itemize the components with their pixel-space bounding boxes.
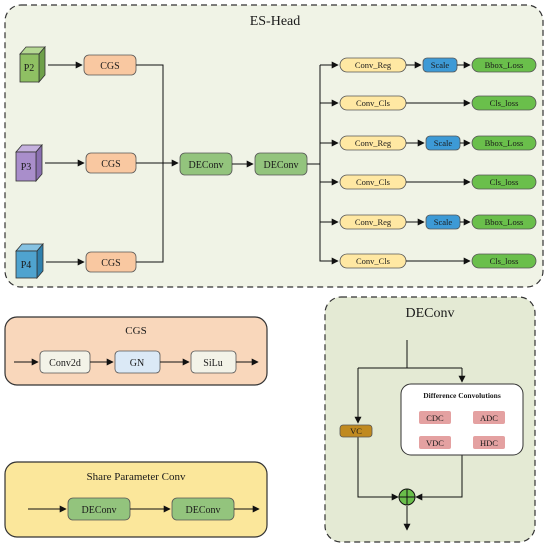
p3-cube: P3 [15,143,43,183]
cgs-box-p4: CGS [85,251,137,273]
conv-cls-box-2: Conv_Cls [339,174,407,190]
es-head-frame [4,4,544,288]
cgs-box-p4-label: CGS [101,258,120,269]
cgs-box-p3-label: CGS [101,159,120,170]
cls-loss-box-2: Cls_loss [471,174,537,190]
scale-box-2: Scale [425,135,461,151]
bbox-loss-box-3: Bbox_Loss [471,214,537,230]
share-deconv-box-1: DEConv [67,497,131,521]
conv-reg-box-1: Conv_Reg [339,57,407,73]
bbox-loss-1-label: Bbox_Loss [485,60,524,70]
conv-cls-2-label: Conv_Cls [356,177,390,187]
difference-conv-title: Difference Convolutions [423,391,501,400]
sum-node [398,488,416,506]
cgs-panel: CGS Conv2d GN SiLu [4,316,268,386]
deconv-panel-title: DEConv [406,306,455,321]
conv-cls-box-3: Conv_Cls [339,253,407,269]
cls-loss-2-label: Cls_loss [490,177,519,187]
deconv-box-1-label: DEConv [189,160,224,171]
es-head-title: ES-Head [250,14,301,29]
p4-label: P4 [21,260,32,271]
hdc-label: HDC [480,438,498,448]
share-deconv-1-label: DEConv [82,505,117,516]
conv2d-box: Conv2d [39,350,91,374]
deconv-connectors [354,340,466,531]
cgs-box-p2-label: CGS [100,61,119,72]
share-deconv-box-2: DEConv [171,497,235,521]
p2-cube: P2 [19,45,46,84]
conv2d-label: Conv2d [49,358,81,369]
difference-conv-box: Difference Convolutions CDC ADC VDC HDC [400,383,524,456]
cls-loss-3-label: Cls_loss [490,256,519,266]
merge-connector [136,64,179,263]
share-panel: Share Parameter Conv DEConv DEConv [4,461,268,538]
vc-box: VC [339,424,373,438]
bbox-loss-2-label: Bbox_Loss [485,138,524,148]
deconv-box-2-label: DEConv [264,160,299,171]
scale-3-label: Scale [434,217,453,227]
share-deconv-2-label: DEConv [186,505,221,516]
silu-box: SiLu [190,350,237,374]
conv-cls-box-1: Conv_Cls [339,95,407,111]
deconv-panel: DEConv VC Difference Convolutions CDC AD… [324,296,536,543]
p2-label: P2 [24,63,35,74]
bbox-loss-box-2: Bbox_Loss [471,135,537,151]
fanout-tree [307,61,339,265]
vdc-label: VDC [426,438,444,448]
cgs-box-p2: CGS [83,54,137,76]
hdc-chip [473,436,505,449]
vc-label: VC [350,426,362,436]
scale-1-label: Scale [431,60,450,70]
cdc-chip [419,411,451,424]
deconv-box-2: DEConv [254,152,308,176]
scale-box-1: Scale [422,57,458,73]
bbox-loss-3-label: Bbox_Loss [485,217,524,227]
deconv-box-1: DEConv [179,152,233,176]
scale-box-3: Scale [425,214,461,230]
es-head-panel: ES-Head P2 P3 P4 CGS [4,4,544,288]
gn-label: GN [130,358,144,369]
gn-box: GN [114,350,161,374]
adc-chip [473,411,505,424]
conv-cls-1-label: Conv_Cls [356,98,390,108]
cgs-box-p3: CGS [85,152,137,174]
cls-loss-1-label: Cls_loss [490,98,519,108]
conv-reg-3-label: Conv_Reg [355,217,392,227]
conv-reg-box-3: Conv_Reg [339,214,407,230]
conv-reg-2-label: Conv_Reg [355,138,392,148]
cgs-panel-title: CGS [125,325,146,337]
p3-label: P3 [21,162,32,173]
cdc-label: CDC [426,413,444,423]
conv-reg-1-label: Conv_Reg [355,60,392,70]
conv-reg-box-2: Conv_Reg [339,135,407,151]
silu-label: SiLu [203,358,222,369]
conv-cls-3-label: Conv_Cls [356,256,390,266]
p4-cube: P4 [15,242,44,280]
adc-label: ADC [480,413,498,423]
bbox-loss-box-1: Bbox_Loss [471,57,537,73]
cls-loss-box-1: Cls_loss [471,95,537,111]
share-panel-title: Share Parameter Conv [87,471,186,483]
scale-2-label: Scale [434,138,453,148]
vdc-chip [419,436,451,449]
cls-loss-box-3: Cls_loss [471,253,537,269]
